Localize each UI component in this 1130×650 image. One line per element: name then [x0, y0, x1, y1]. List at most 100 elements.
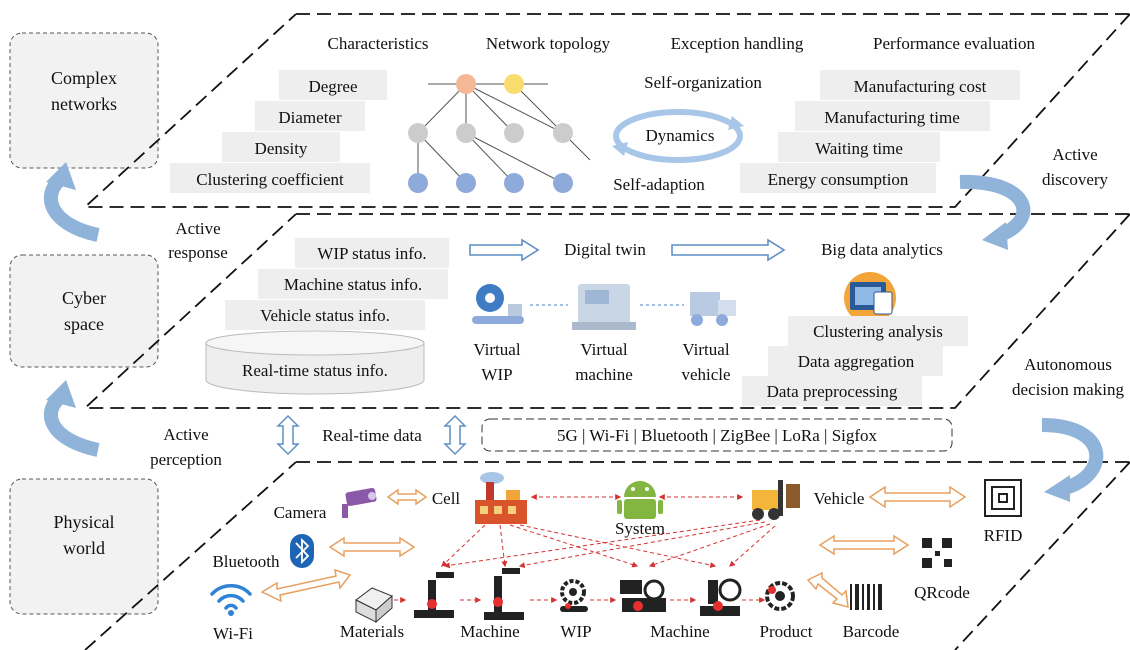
- active-discovery-label-2: discovery: [1042, 170, 1109, 189]
- android-system-icon: [617, 481, 663, 519]
- header-exception-handling: Exception handling: [671, 34, 804, 53]
- camera-label: Camera: [274, 503, 327, 522]
- bluetooth-link: [328, 536, 416, 558]
- qrcode-icon: [922, 538, 952, 568]
- vehicle-label: Vehicle: [814, 489, 865, 508]
- vehicle-rfid-link: [868, 485, 967, 509]
- header-characteristics: Characteristics: [327, 34, 428, 53]
- arrow-to-digital-twin: [469, 238, 540, 262]
- bluetooth-label: Bluetooth: [212, 552, 280, 571]
- layer-outlines: [82, 13, 1130, 650]
- virtual-vehicle-label-1: Virtual: [682, 340, 729, 359]
- analytics-dashboard-icon: [844, 272, 896, 324]
- analysis-clustering: Clustering analysis: [813, 322, 943, 341]
- curved-arrow-active-discovery: [959, 174, 1031, 250]
- machine-label-1: Machine: [460, 622, 519, 641]
- big-data-label: Big data analytics: [821, 240, 943, 259]
- worker-machine-icon: [700, 578, 742, 616]
- tree-node: [504, 123, 524, 143]
- realtime-status-database: Real-time status info.: [205, 330, 425, 395]
- bluetooth-icon: [290, 534, 314, 568]
- virtual-wip-label-1: Virtual: [473, 340, 520, 359]
- layer-box-cyber-space: Cyber space: [9, 254, 159, 368]
- active-perception-label-2: perception: [150, 450, 222, 469]
- self-organization-label: Self-organization: [644, 73, 762, 92]
- layer-box-physical-world: Physical world: [9, 478, 159, 615]
- tree-node: [456, 173, 476, 193]
- robot-arm-icon: [414, 572, 454, 618]
- realtime-status-label: Real-time status info.: [242, 361, 388, 380]
- realtime-data-label: Real-time data: [322, 426, 422, 445]
- virtual-machine-label-2: machine: [575, 365, 633, 384]
- qrcode-link: [818, 534, 910, 556]
- virtual-wip-icon: [472, 284, 524, 324]
- cell-label: Cell: [432, 489, 461, 508]
- status-wip: WIP status info.: [317, 244, 426, 263]
- cyber-space-label-1: Cyber: [62, 288, 106, 308]
- analysis-preprocessing: Data preprocessing: [767, 382, 898, 401]
- active-perception-label-1: Active: [163, 425, 208, 444]
- analysis-aggregation: Data aggregation: [798, 352, 915, 371]
- curved-arrow-active-perception: [43, 380, 100, 457]
- dynamics-cycle-icon: [612, 109, 744, 163]
- layer-box-complex-networks: Complex networks: [9, 32, 159, 169]
- virtual-wip-label-2: WIP: [481, 365, 512, 384]
- active-discovery-label-1: Active: [1052, 145, 1097, 164]
- status-info-list: WIP status info. Machine status info. Ve…: [225, 238, 449, 330]
- physical-world-label-1: Physical: [54, 512, 115, 532]
- active-response-label-1: Active: [175, 219, 220, 238]
- perf-energy-consumption: Energy consumption: [768, 170, 909, 189]
- arrow-to-big-data: [671, 238, 786, 262]
- header-performance-evaluation: Performance evaluation: [873, 34, 1035, 53]
- autonomous-label-2: decision making: [1012, 380, 1124, 399]
- virtual-vehicle-label-2: vehicle: [681, 365, 730, 384]
- self-adaption-label: Self-adaption: [613, 175, 705, 194]
- char-diameter: Diameter: [278, 108, 342, 127]
- tree-node: [456, 123, 476, 143]
- tree-node: [553, 123, 573, 143]
- status-machine: Machine status info.: [284, 275, 422, 294]
- product-gear-icon: [765, 581, 795, 611]
- rfid-icon: [984, 479, 1022, 517]
- dynamics-label: Dynamics: [646, 126, 715, 145]
- perf-manufacturing-time: Manufacturing time: [824, 108, 960, 127]
- machine-label-2: Machine: [650, 622, 709, 641]
- tree-node: [456, 74, 476, 94]
- protocols-label: 5G | Wi-Fi | Bluetooth | ZigBee | LoRa |…: [557, 426, 878, 445]
- wifi-icon: [210, 584, 252, 610]
- wip-gear-icon: [560, 579, 588, 612]
- virtual-machine-label-1: Virtual: [580, 340, 627, 359]
- complex-networks-label-2: networks: [51, 94, 117, 114]
- perf-waiting-time: Waiting time: [815, 139, 903, 158]
- tree-node: [504, 74, 524, 94]
- complex-networks-label-1: Complex: [51, 68, 117, 88]
- materials-icon: [355, 587, 393, 624]
- realtime-data-arrow-left: [276, 414, 300, 456]
- physical-world-label-2: world: [63, 538, 105, 558]
- curved-arrow-active-response: [43, 162, 100, 242]
- char-clustering-coefficient: Clustering coefficient: [196, 170, 344, 189]
- barcode-link: [806, 571, 849, 609]
- active-response-label-2: response: [168, 243, 227, 262]
- perf-manufacturing-cost: Manufacturing cost: [854, 77, 987, 96]
- status-vehicle: Vehicle status info.: [260, 306, 390, 325]
- robot-arm-icon-2: [484, 568, 524, 620]
- factory-icon: [475, 472, 527, 524]
- tree-node: [504, 173, 524, 193]
- forklift-icon: [752, 480, 800, 520]
- header-network-topology: Network topology: [486, 34, 611, 53]
- autonomous-label-1: Autonomous: [1024, 355, 1112, 374]
- digital-twin-label: Digital twin: [564, 240, 646, 259]
- system-label: System: [615, 519, 665, 538]
- char-degree: Degree: [308, 77, 357, 96]
- char-density: Density: [255, 139, 308, 158]
- rfid-label: RFID: [984, 526, 1023, 545]
- materials-label: Materials: [340, 622, 404, 641]
- performance-list: Manufacturing cost Manufacturing time Wa…: [740, 70, 1020, 193]
- barcode-icon: [850, 584, 882, 610]
- cyber-space-label-2: space: [64, 314, 104, 334]
- barcode-label: Barcode: [843, 622, 900, 641]
- tree-node: [553, 173, 573, 193]
- virtual-vehicle-icon: [690, 292, 736, 326]
